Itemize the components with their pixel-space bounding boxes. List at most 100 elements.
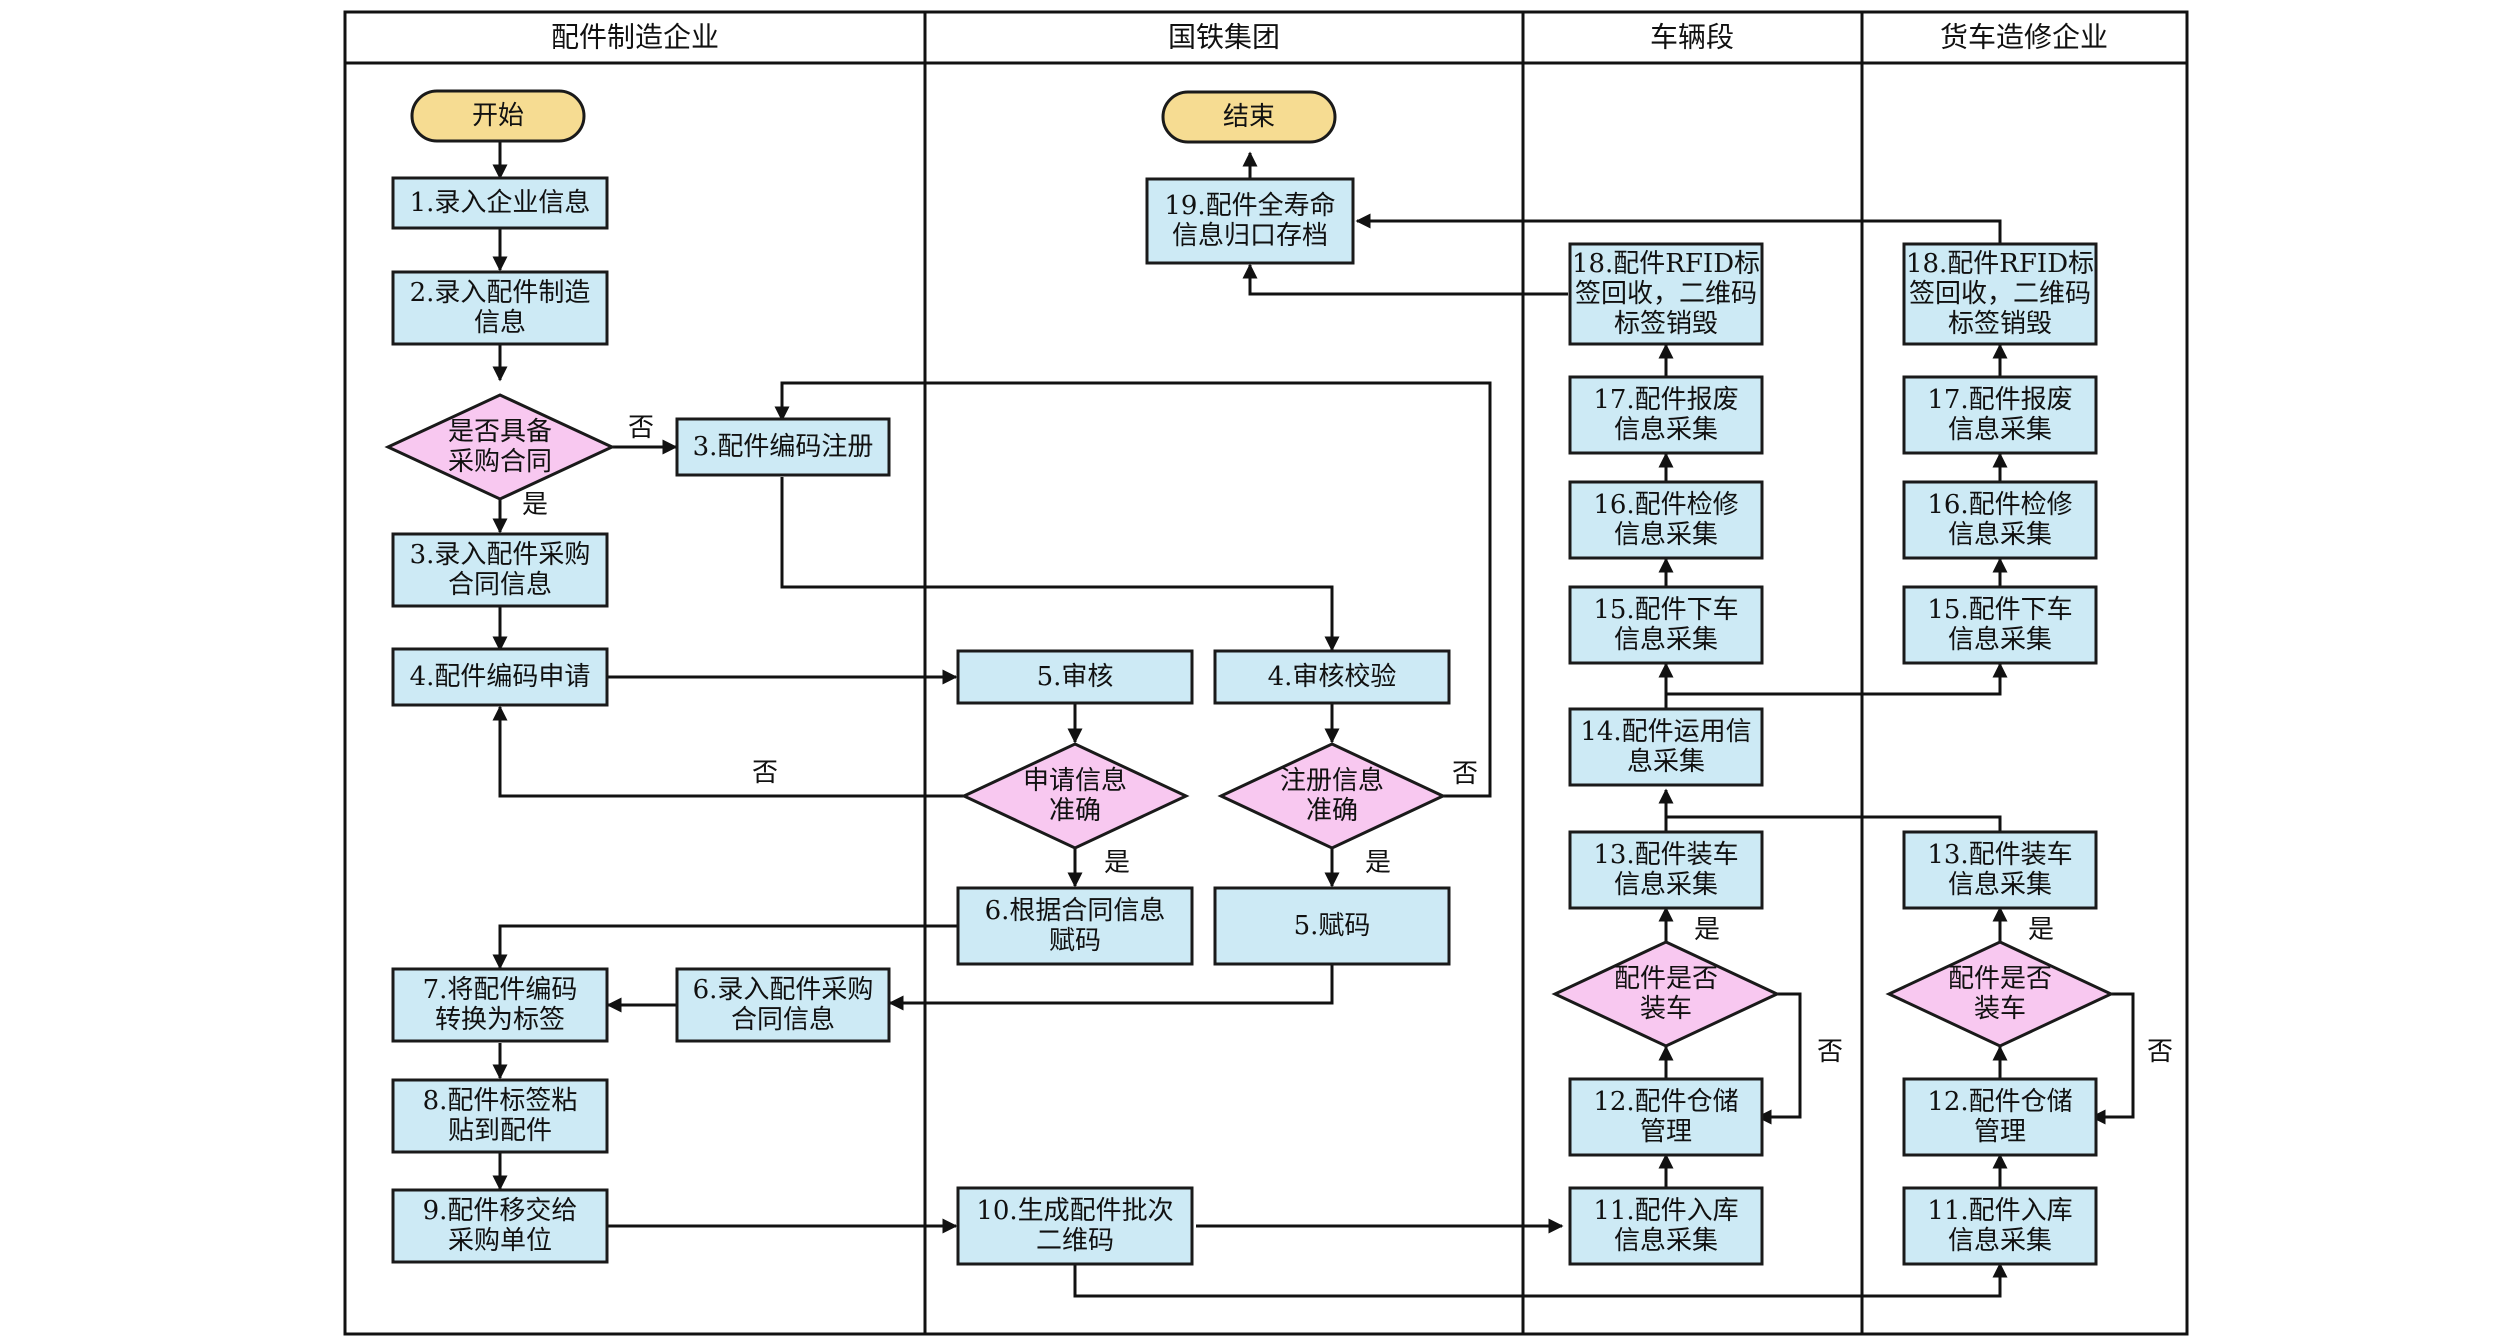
node-shape bbox=[1145, 177, 1355, 265]
node-label: 14.配件运用信 bbox=[1580, 717, 1751, 747]
lane-header-repair: 货车造修企业 bbox=[1940, 21, 2108, 54]
node-label: 采购单位 bbox=[448, 1226, 552, 1256]
node-label: 16.配件检修 bbox=[1927, 490, 2072, 520]
node-label: 信息采集 bbox=[1948, 625, 2052, 655]
node-shape bbox=[1902, 1186, 2098, 1266]
edge-rdec-no-to-r12 bbox=[2090, 992, 2135, 1125]
step-1-enter-company-info: 1.录入企业信息 bbox=[391, 176, 609, 230]
node-label: 信息 bbox=[474, 308, 526, 338]
node-shape bbox=[1902, 830, 2098, 910]
connectors bbox=[492, 140, 2135, 1298]
node-label: 9.配件移交给 bbox=[423, 1196, 578, 1226]
node-label: 信息采集 bbox=[1948, 520, 2052, 550]
node-label: 配件是否 bbox=[1948, 964, 2052, 994]
edge-ddec-no-to-d12 bbox=[1756, 992, 1802, 1125]
node-shape bbox=[1568, 1186, 1764, 1266]
end-terminal: 结束 bbox=[1161, 90, 1337, 144]
node-label: 二维码 bbox=[1036, 1226, 1114, 1256]
node-shape bbox=[1568, 242, 1764, 346]
node-label: 信息采集 bbox=[1948, 870, 2052, 900]
node-shape bbox=[384, 393, 616, 501]
node-label: 13.配件装车 bbox=[1927, 840, 2072, 870]
node-shape bbox=[1568, 1077, 1764, 1157]
node-label: 装车 bbox=[1974, 994, 2026, 1024]
edge-d14-to-r15 bbox=[1666, 662, 2008, 696]
node-label: 2.录入配件制造 bbox=[410, 278, 591, 308]
node-label: 合同信息 bbox=[448, 570, 552, 600]
node-shape bbox=[960, 742, 1190, 850]
node-shape bbox=[1213, 649, 1451, 705]
edge-label-no: 否 bbox=[752, 758, 778, 788]
node-shape bbox=[675, 417, 891, 477]
node-label: 15.配件下车 bbox=[1927, 595, 2072, 625]
node-label: 管理 bbox=[1974, 1117, 2026, 1147]
step-5-assign-code: 5.赋码 bbox=[1213, 886, 1451, 966]
edge-dec2-no-to-3a bbox=[774, 381, 1492, 798]
node-label: 3.录入配件采购 bbox=[410, 540, 591, 570]
node-label: 息采集 bbox=[1627, 747, 1705, 777]
node-label: 标签销毁 bbox=[1614, 309, 1718, 339]
edge-label-no: 否 bbox=[628, 413, 654, 443]
node-shape bbox=[391, 1078, 609, 1154]
node-label: 16.配件检修 bbox=[1593, 490, 1738, 520]
node-label: 准确 bbox=[1306, 796, 1358, 826]
node-label: 信息采集 bbox=[1614, 1226, 1718, 1256]
node-shape bbox=[1568, 480, 1764, 560]
node-shape bbox=[956, 649, 1194, 705]
node-label: 8.配件标签粘 bbox=[423, 1086, 578, 1116]
edge-label-yes: 是 bbox=[1104, 848, 1130, 878]
edge-label-no: 否 bbox=[1817, 1037, 1843, 1067]
edge-r13-to-d14 bbox=[1666, 815, 2002, 832]
swimlane-frame bbox=[343, 10, 2189, 1336]
node-label: 12.配件仓储 bbox=[1593, 1087, 1738, 1117]
start-terminal: 开始 bbox=[410, 89, 586, 143]
node-shape bbox=[391, 176, 609, 230]
node-shape bbox=[1551, 940, 1781, 1048]
node-label: 是否具备 bbox=[448, 417, 552, 447]
lane-header-group: 国铁集团 bbox=[1168, 21, 1280, 54]
node-label: 申请信息 bbox=[1023, 766, 1127, 796]
step-3-part-code-registration: 3.配件编码注册 bbox=[675, 417, 891, 477]
svg-text:开始: 开始 bbox=[472, 101, 524, 131]
node-label: 10.生成配件批次 bbox=[976, 1196, 1173, 1226]
svg-text:结束: 结束 bbox=[1223, 102, 1275, 132]
edge-5-to-m6 bbox=[888, 962, 1334, 1011]
node-label: 6.根据合同信息 bbox=[985, 896, 1166, 926]
node-shape bbox=[1568, 375, 1764, 455]
edge-label-no: 否 bbox=[1452, 759, 1478, 789]
node-label: 11.配件入库 bbox=[1927, 1196, 2072, 1226]
node-shape bbox=[1902, 1077, 2098, 1157]
lane-header-depot: 车辆段 bbox=[1650, 21, 1734, 54]
node-label: 信息归口存档 bbox=[1172, 221, 1328, 251]
node-label: 信息采集 bbox=[1614, 625, 1718, 655]
edge-6-to-7 bbox=[492, 924, 958, 970]
node-label: 4.配件编码申请 bbox=[410, 662, 591, 692]
node-shape bbox=[391, 967, 609, 1043]
node-shape bbox=[1568, 585, 1764, 665]
edge-label-no: 否 bbox=[2147, 1037, 2173, 1067]
node-shape bbox=[1902, 480, 2098, 560]
node-label: 18.配件RFID标 bbox=[1906, 249, 2094, 279]
node-label: 配件是否 bbox=[1614, 964, 1718, 994]
node-label: 合同信息 bbox=[731, 1005, 835, 1035]
